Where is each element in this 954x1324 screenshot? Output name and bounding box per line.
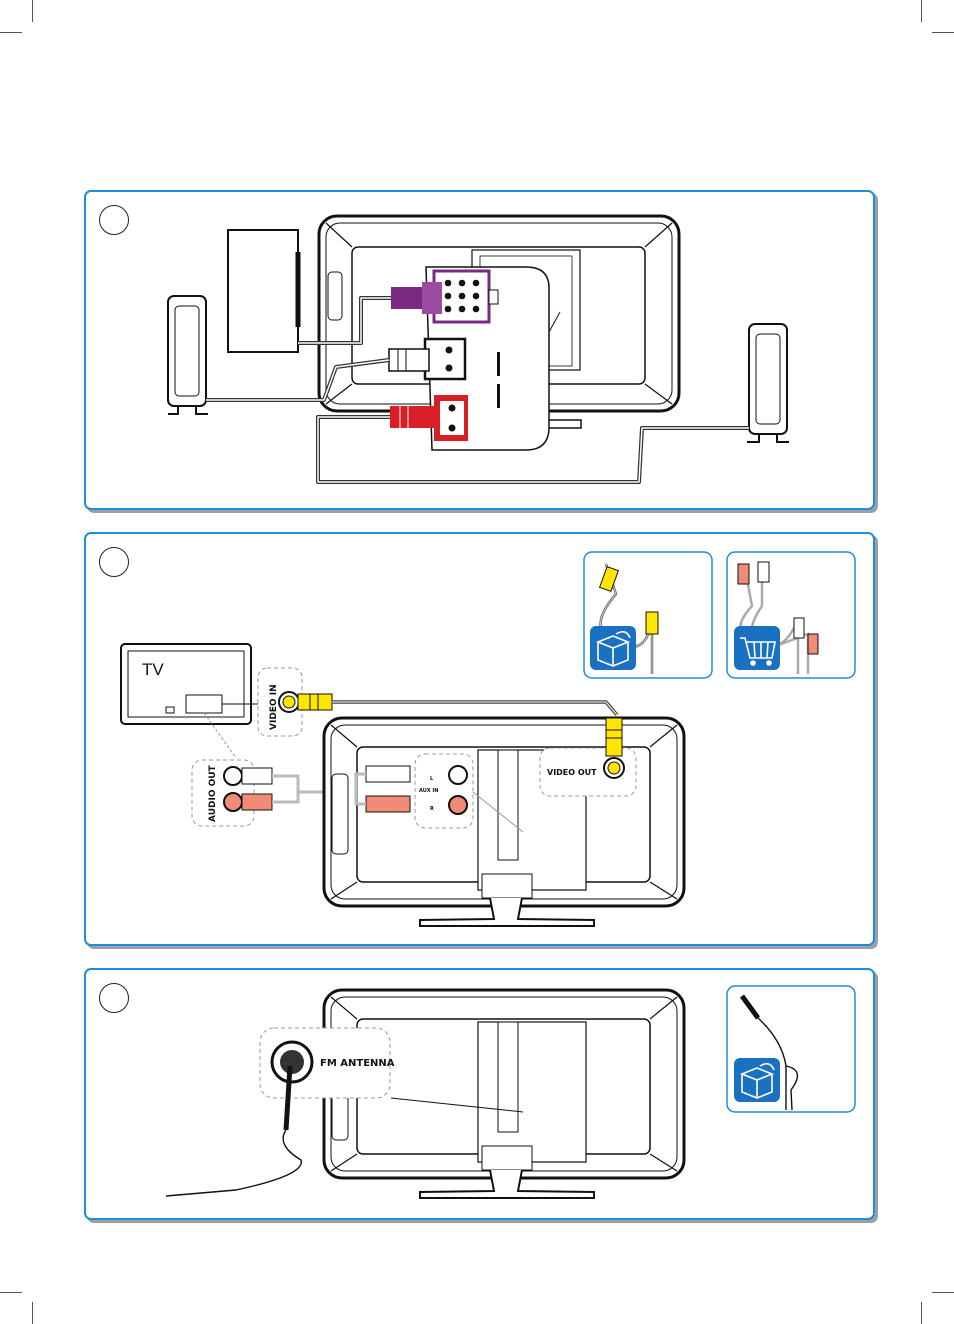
aux-r-label: R <box>430 806 434 812</box>
tv-label: TV <box>142 660 164 679</box>
tv-connection-diagram: TV VIDEO IN AUDIO OUT AUX IN <box>86 534 873 944</box>
aux-in-label: AUX IN <box>419 788 438 794</box>
audio-out-label: AUDIO OUT <box>208 764 218 822</box>
crop-mark <box>32 0 33 22</box>
speaker-diagram <box>86 192 873 508</box>
crop-mark <box>0 32 22 33</box>
panel-fm-antenna: FM ANTENNA <box>84 968 875 1220</box>
video-out-label: VIDEO OUT <box>547 768 597 777</box>
crop-mark <box>932 32 954 33</box>
crop-mark <box>921 1302 922 1324</box>
crop-mark <box>32 1302 33 1324</box>
video-in-label: VIDEO IN <box>269 684 279 730</box>
fm-antenna-diagram: FM ANTENNA <box>86 970 873 1218</box>
crop-mark <box>932 1292 954 1293</box>
panel-speaker-connection <box>84 190 875 510</box>
crop-mark <box>0 1292 22 1293</box>
panel-tv-connection: TV VIDEO IN AUDIO OUT AUX IN <box>84 532 875 946</box>
crop-mark <box>921 0 922 22</box>
fm-antenna-label: FM ANTENNA <box>320 1058 395 1069</box>
